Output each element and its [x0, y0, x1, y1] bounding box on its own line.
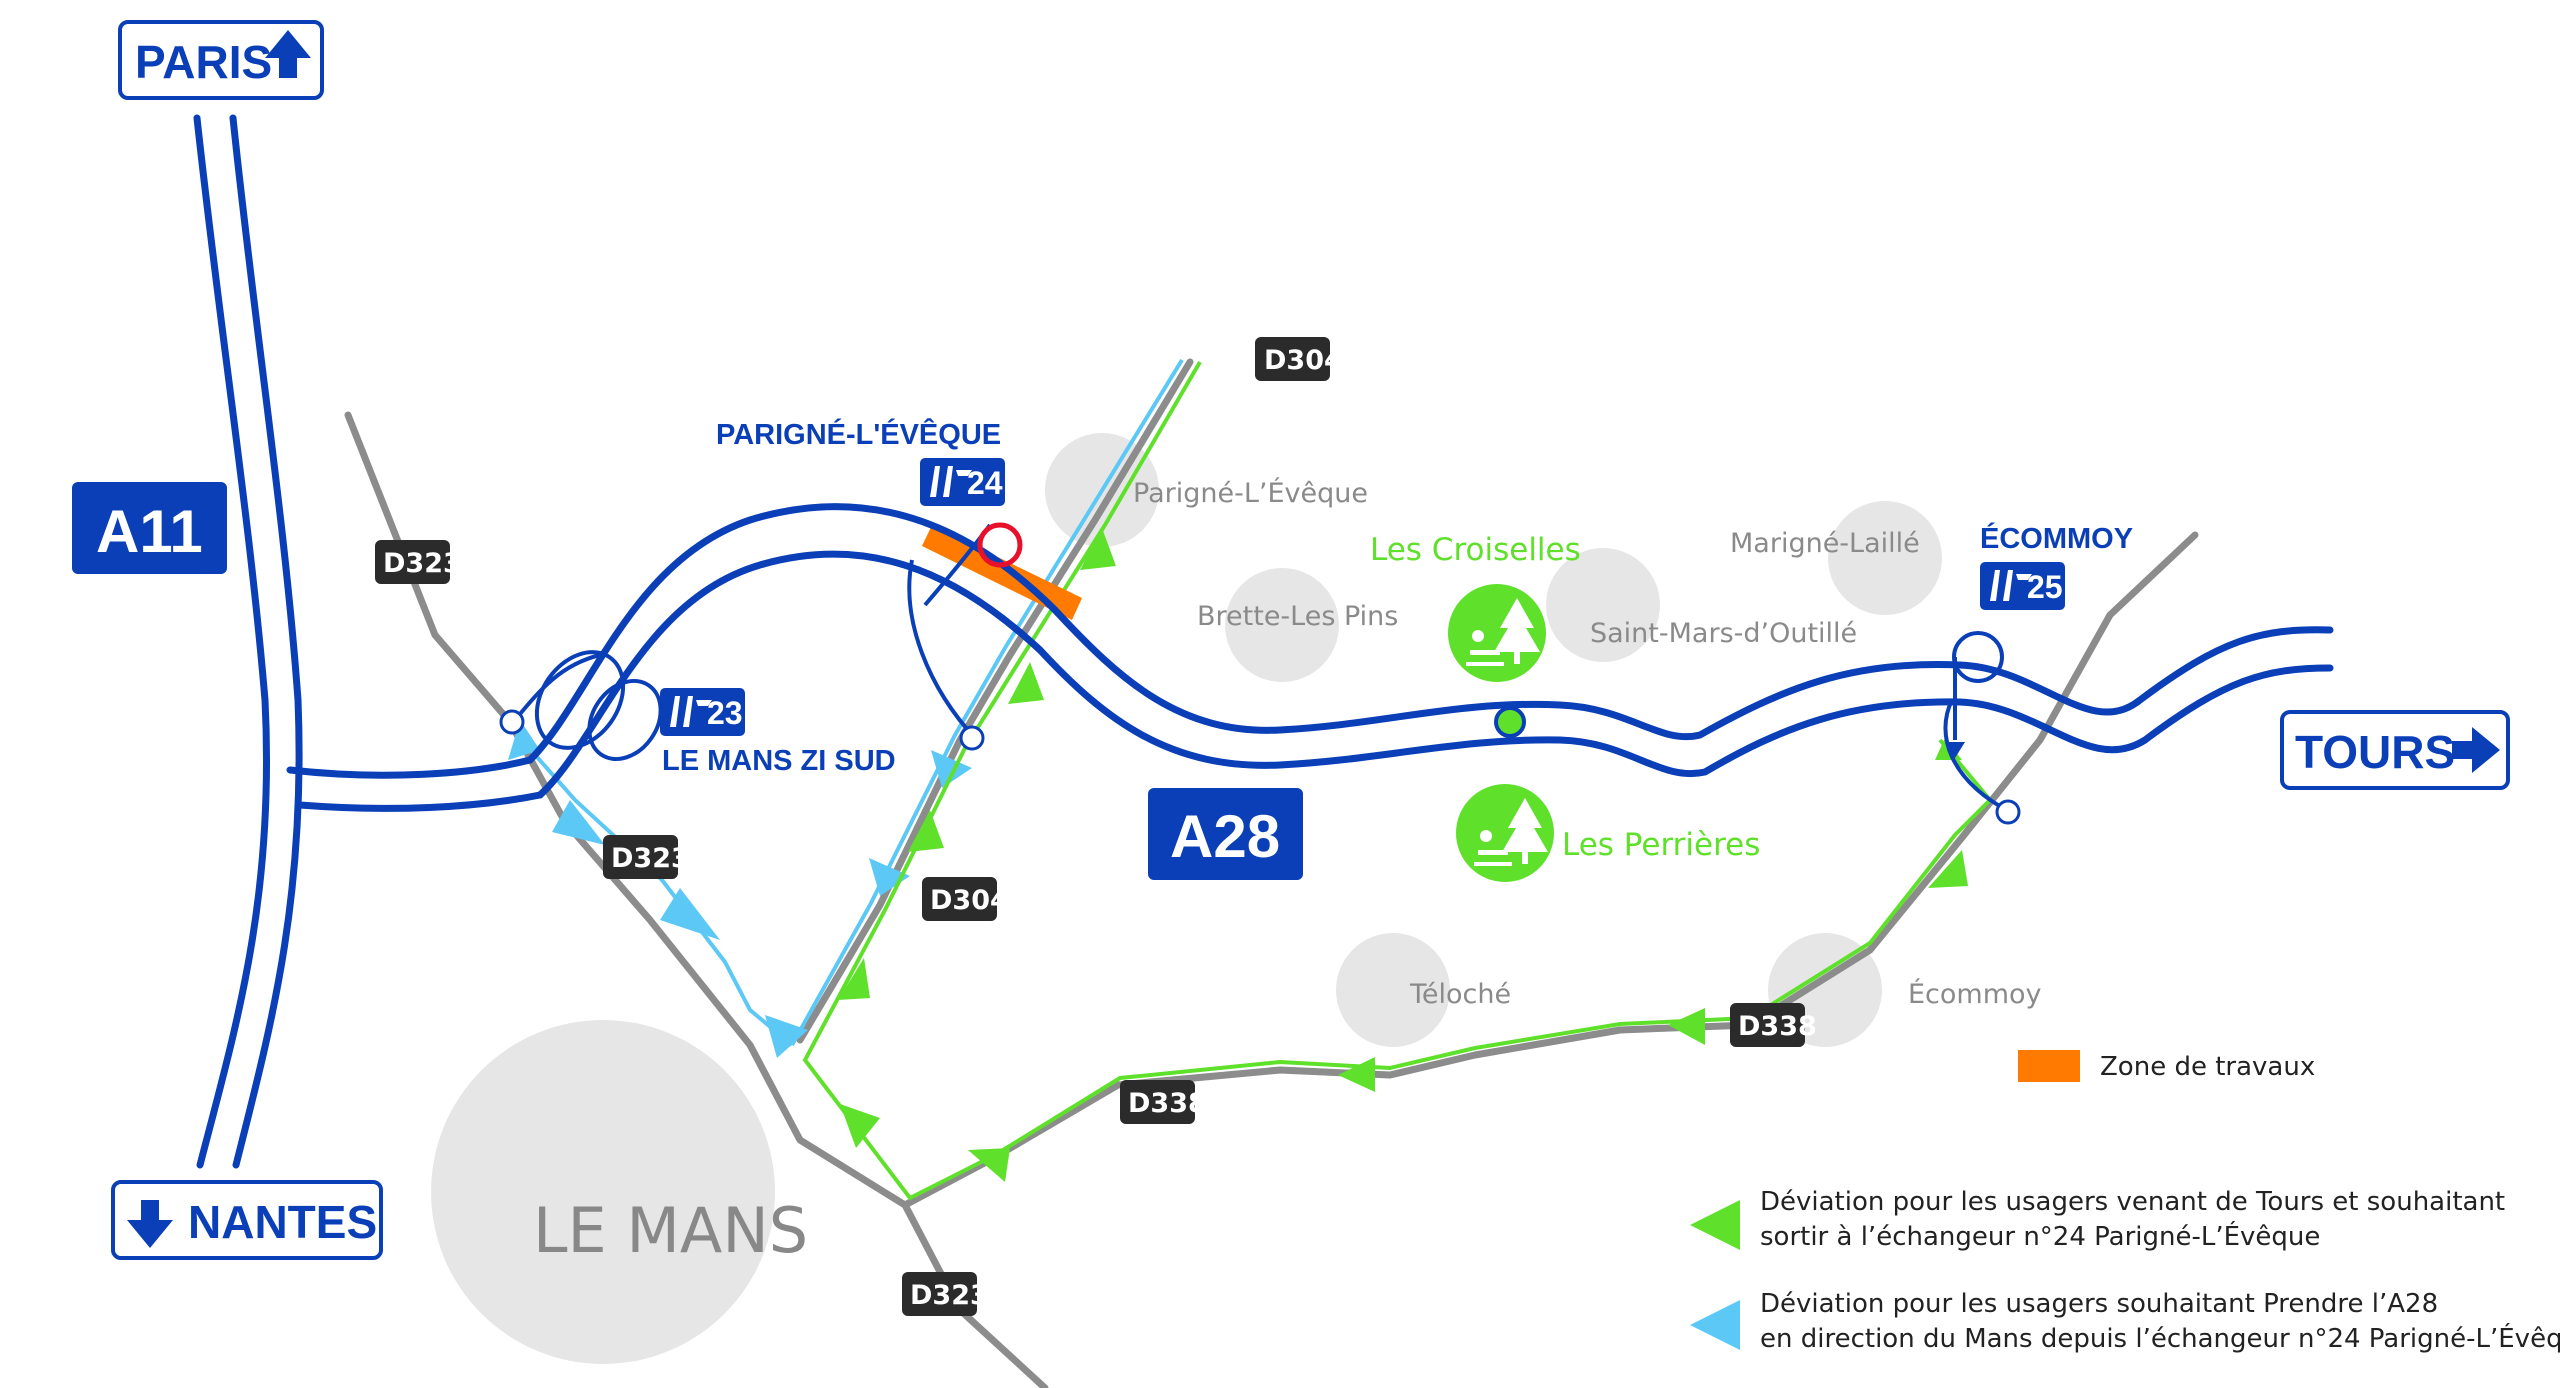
light-blue-arrow-4 — [660, 888, 720, 940]
picnic-area-icon — [1466, 598, 1540, 666]
green-arrow-5 — [840, 1104, 880, 1148]
badge-d323-mid: D323 — [603, 835, 690, 879]
arrow-up-icon — [265, 30, 311, 78]
town-label-le-mans: LE MANS — [533, 1194, 808, 1267]
sign-nantes-label: NANTES — [188, 1196, 377, 1248]
exit-icon — [1990, 570, 2032, 601]
town-label-saint-mars: Saint-Mars-d’Outillé — [1590, 618, 1857, 649]
rest-area-perrieres: Les Perrières — [1456, 784, 1760, 882]
green-arrow-3 — [908, 810, 944, 852]
exit-23-number: 23 — [707, 695, 743, 731]
exit-25: ÉCOMMOY 25 — [1980, 521, 2133, 610]
town-circle-marigne — [1828, 501, 1942, 615]
badge-d323-top: D323 — [375, 540, 462, 584]
roundabouts — [499, 709, 2021, 825]
town-label-brette: Brette-Les Pins — [1197, 601, 1398, 632]
rest-area-croiselles: Les Croiselles — [1370, 532, 1581, 682]
town-circle-saint-mars — [1546, 548, 1660, 662]
badge-d338-right: D338 — [1730, 1003, 1817, 1047]
exit-icon — [930, 466, 972, 497]
a11-motorway — [193, 114, 544, 1169]
town-label-teloche: Téloché — [1409, 979, 1511, 1010]
arrow-right-icon — [2452, 727, 2500, 773]
shield-a11: A11 — [72, 482, 227, 574]
roundabout-24 — [959, 725, 985, 751]
light-blue-arrow-2 — [869, 858, 910, 896]
exit-24-number: 24 — [967, 465, 1003, 501]
legend-green-line1: Déviation pour les usagers venant de Tou… — [1760, 1187, 2505, 1217]
a28-motorway — [526, 503, 2334, 799]
shield-a11-label: A11 — [96, 498, 203, 565]
svg-text:D338: D338 — [1128, 1088, 1207, 1119]
light-blue-arrow-6 — [508, 720, 540, 760]
exit-25-number: 25 — [2027, 569, 2063, 605]
sign-tours: TOURS — [2280, 710, 2510, 790]
town-circle-brette — [1225, 568, 1339, 682]
shield-a28: A28 — [1148, 788, 1303, 880]
picnic-area-icon — [1474, 798, 1548, 866]
legend-blue-line1: Déviation pour les usagers souhaitant Pr… — [1760, 1289, 2438, 1319]
legend-green-line2: sortir à l’échangeur n°24 Parigné-L’Évêq… — [1760, 1220, 2320, 1252]
green-arrow-9 — [1928, 850, 1968, 888]
town-label-parigne: Parigné-L’Évêque — [1133, 477, 1368, 509]
town-circles — [431, 433, 1942, 1364]
sign-paris-label: PARIS — [135, 36, 272, 88]
svg-text:D323: D323 — [910, 1280, 989, 1311]
interchange-25-loops — [1943, 631, 2011, 814]
svg-text:D304: D304 — [1264, 345, 1343, 376]
legend-works-swatch — [2018, 1050, 2080, 1082]
light-blue-arrow-3 — [765, 1015, 808, 1058]
exit-24-name: PARIGNÉ-L'ÉVÊQUE — [716, 417, 1001, 451]
light-blue-arrow-1 — [931, 750, 972, 788]
sign-nantes: NANTES — [111, 1180, 383, 1260]
rest-area-perrieres-label: Les Perrières — [1562, 827, 1760, 863]
green-arrow-1 — [1080, 528, 1116, 570]
road-d323-line — [344, 411, 1049, 1388]
green-arrow-8 — [1668, 1008, 1705, 1045]
svg-text:D323: D323 — [383, 548, 462, 579]
road-d338-line — [901, 531, 2199, 1209]
rest-area-node — [1494, 706, 1526, 738]
road-d304-line — [796, 358, 1194, 1044]
legend-green-arrow — [1690, 1200, 1740, 1250]
light-blue-detour-line-d304 — [790, 358, 1184, 1046]
badge-d304-mid: D304 — [922, 877, 1009, 921]
green-arrow-4 — [838, 958, 870, 1000]
exit-23-name: LE MANS ZI SUD — [662, 745, 896, 777]
interchange-24-loops — [907, 522, 1023, 740]
roundabout-23 — [499, 709, 525, 735]
svg-text:D304: D304 — [930, 885, 1009, 916]
badge-d304-top: D304 — [1255, 337, 1343, 381]
svg-text:D338: D338 — [1738, 1011, 1817, 1042]
green-arrow-7 — [1338, 1057, 1375, 1092]
legend-blue-line2: en direction du Mans depuis l’échangeur … — [1760, 1322, 2560, 1354]
exit-23: 23 LE MANS ZI SUD — [660, 688, 896, 777]
legend-blue-arrow — [1690, 1300, 1740, 1350]
sign-tours-label: TOURS — [2295, 726, 2455, 778]
green-arrow-6 — [968, 1148, 1010, 1182]
legend-works-label: Zone de travaux — [2100, 1052, 2315, 1082]
light-blue-arrow-5 — [552, 800, 605, 845]
badge-d338-left: D338 — [1120, 1080, 1207, 1124]
town-label-marigne: Marigné-Laillé — [1730, 528, 1920, 559]
town-circle-le-mans — [431, 1020, 775, 1364]
green-arrow-2 — [1008, 662, 1044, 704]
town-circle-teloche — [1336, 933, 1450, 1047]
exit-icon — [670, 696, 712, 727]
interchange-23-loops — [513, 650, 663, 761]
rest-area-croiselles-label: Les Croiselles — [1370, 532, 1581, 568]
roundabout-25 — [1995, 799, 2021, 825]
light-blue-detour — [508, 358, 1184, 1058]
exit-25-name: ÉCOMMOY — [1980, 521, 2133, 555]
sign-paris: PARIS — [118, 20, 324, 100]
legend: Zone de travaux Déviation pour les usage… — [1690, 1050, 2560, 1354]
badge-d323-bottom: D323 — [902, 1272, 989, 1316]
arrow-down-icon — [127, 1200, 173, 1248]
shield-a28-label: A28 — [1170, 803, 1280, 870]
town-label-ecommoy: Écommoy — [1908, 978, 2042, 1010]
exit-24: PARIGNÉ-L'ÉVÊQUE 24 — [716, 417, 1005, 506]
secondary-roads — [344, 358, 2199, 1388]
svg-text:D323: D323 — [611, 843, 690, 874]
